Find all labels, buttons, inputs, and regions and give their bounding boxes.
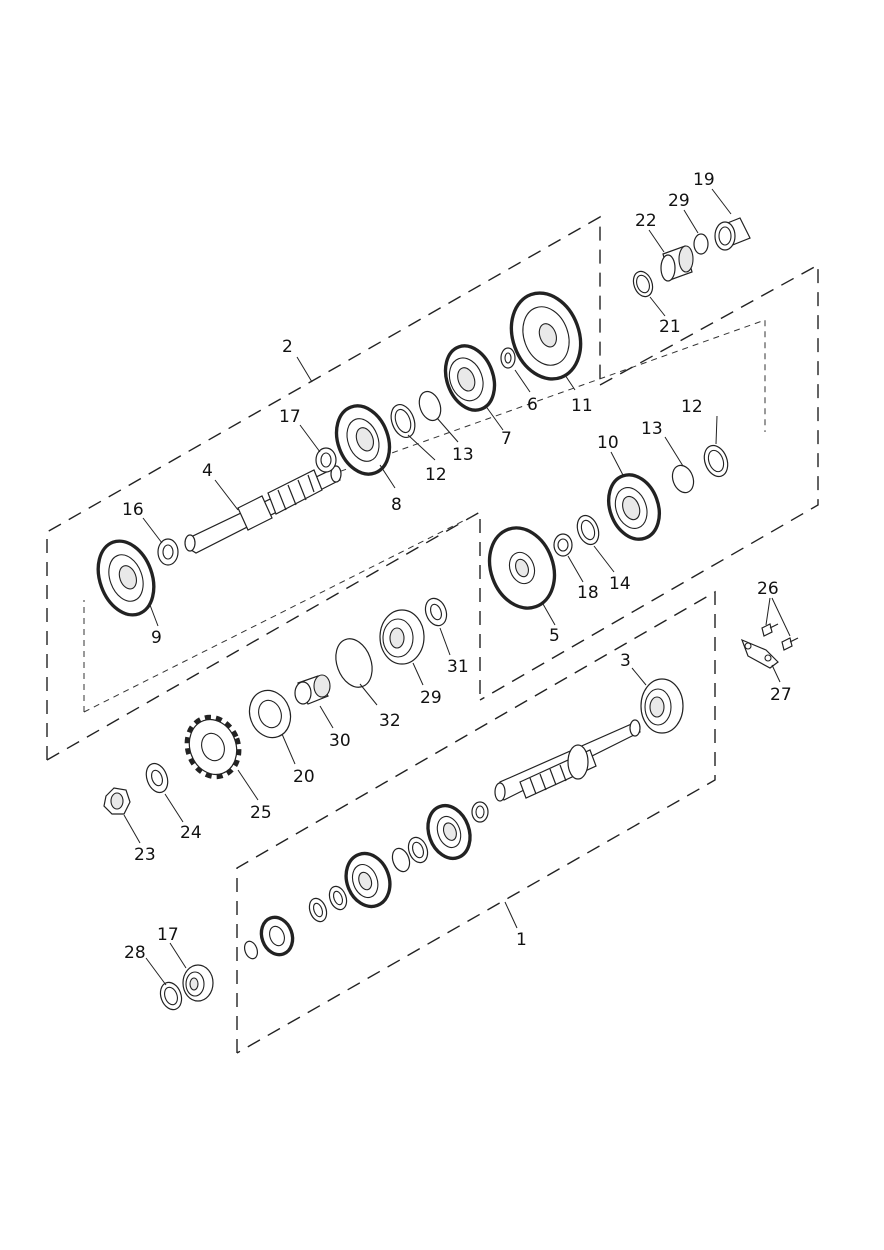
callout-15b: 17 (279, 407, 301, 427)
gear-lower-c[interactable] (258, 914, 297, 957)
circlip-13-upper[interactable] (415, 388, 444, 423)
needle-bearing-16[interactable] (553, 533, 573, 557)
thrust-washer-12-right[interactable] (700, 442, 732, 480)
gear-8[interactable] (329, 400, 397, 480)
callout-12b: 12 (681, 397, 703, 417)
thrust-washer-12-upper[interactable] (387, 401, 419, 440)
callout-29: 29 (420, 688, 442, 708)
callout-13a: 13 (452, 445, 474, 465)
bearing-17[interactable] (182, 964, 214, 1002)
callout-11: 11 (571, 396, 593, 416)
callout-16: 18 (577, 583, 599, 603)
oil-seal-ring-32[interactable] (329, 634, 378, 693)
callout-18: 19 (693, 170, 715, 190)
callout-26: 27 (770, 685, 792, 705)
needle-bearing-21[interactable] (660, 245, 694, 282)
callout-21: 22 (635, 211, 657, 231)
callout-2: 2 (282, 337, 293, 357)
washer-23[interactable] (142, 760, 171, 795)
callout-13b: 13 (641, 419, 663, 439)
callout-4: 4 (202, 461, 213, 481)
gear-5[interactable] (480, 520, 564, 616)
callout-15a: 16 (122, 500, 144, 520)
callout-5: 5 (549, 626, 560, 646)
callout-25: 26 (757, 579, 779, 599)
assembly-outline-gear-set (479, 263, 819, 701)
callout-8: 8 (391, 495, 402, 515)
thrust-washer-14[interactable] (573, 512, 602, 547)
assembly-outline-1 (236, 590, 716, 1054)
needle-bearing-15-left[interactable] (157, 538, 179, 566)
callout-20: 21 (659, 317, 681, 337)
washer-lower-b[interactable] (326, 884, 349, 912)
callout-7: 7 (501, 429, 512, 449)
callout-27: 28 (124, 943, 146, 963)
callout-12a: 12 (425, 465, 447, 485)
callout-30: 30 (329, 731, 351, 751)
bearing-29[interactable] (379, 609, 425, 665)
callout-10: 10 (597, 433, 619, 453)
callout-labels: 2 4 16 17 8 9 12 13 7 6 11 21 22 29 19 1… (122, 170, 792, 963)
gear-9[interactable] (90, 535, 162, 622)
callout-31: 31 (447, 657, 469, 677)
circlip-lower-a[interactable] (389, 846, 412, 874)
bush-18[interactable] (714, 217, 751, 251)
callout-24: 25 (250, 803, 272, 823)
thrust-washer-20[interactable] (630, 269, 656, 300)
circlip-28[interactable] (693, 233, 709, 255)
callout-32: 32 (379, 711, 401, 731)
retaining-plate-26[interactable] (740, 638, 779, 669)
nut-22[interactable] (103, 787, 131, 815)
callout-1: 1 (516, 930, 527, 950)
bolts-25[interactable] (761, 623, 799, 651)
washer-27[interactable] (157, 979, 185, 1012)
gear-lower-b[interactable] (340, 849, 395, 912)
gear-lower-a[interactable] (422, 801, 475, 863)
callout-14: 14 (609, 574, 631, 594)
shaft-4[interactable] (184, 465, 342, 554)
circlip-lower-c[interactable] (242, 939, 259, 960)
circlip-13-right[interactable] (669, 462, 697, 495)
assembly-outline-2 (46, 215, 766, 761)
bush-lower[interactable] (471, 801, 489, 823)
washer-lower-c[interactable] (306, 896, 329, 924)
callout-19: 20 (293, 767, 315, 787)
callout-9: 9 (151, 628, 162, 648)
callout-22: 23 (134, 845, 156, 865)
gear-10[interactable] (601, 469, 666, 545)
leader-lines (123, 188, 791, 986)
washer-31[interactable] (422, 595, 450, 628)
gear-11[interactable] (501, 285, 591, 388)
callout-23: 24 (180, 823, 202, 843)
spacer-30[interactable] (294, 674, 331, 705)
gear-7[interactable] (438, 340, 501, 415)
callout-28: 29 (668, 191, 690, 211)
callout-3: 3 (620, 651, 631, 671)
callout-17: 17 (157, 925, 179, 945)
seal-19[interactable] (243, 685, 297, 744)
washer-lower-a[interactable] (405, 835, 431, 866)
callout-6: 6 (527, 395, 538, 415)
needle-bearing-15-right[interactable] (315, 447, 337, 473)
output-shaft[interactable] (494, 719, 641, 802)
sprocket-24[interactable] (179, 710, 247, 783)
needle-bearing-6[interactable] (500, 347, 516, 369)
bearing-3[interactable] (640, 678, 684, 734)
